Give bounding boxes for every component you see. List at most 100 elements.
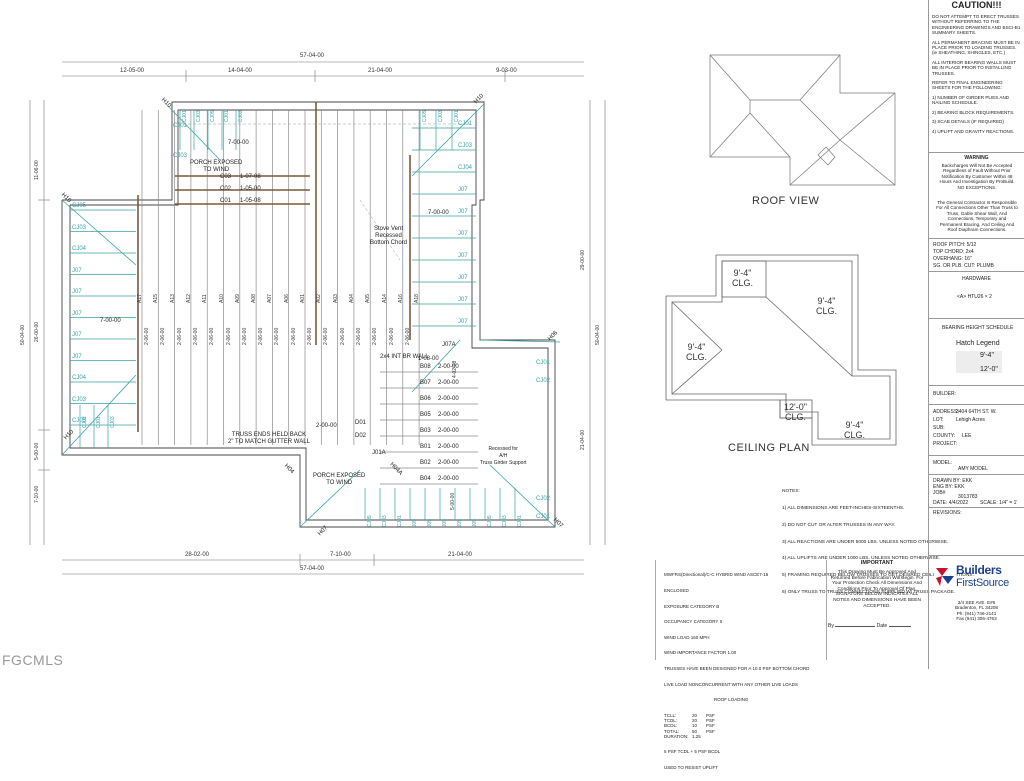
model-value: AMY MODEL: [958, 466, 988, 472]
wind-line-6: WIND IMPORTANCE FACTOR 1.00: [664, 650, 737, 656]
top-chord: TOP CHORD: 2x4: [933, 249, 974, 255]
watermark: FGCMLS: [2, 652, 64, 668]
a-truss-label: A09: [234, 294, 241, 303]
sub-label: SUB:: [933, 425, 945, 431]
important-text: This Drawing Must Be Approved And Return…: [830, 570, 924, 609]
b-spacing-label: 2-00-00: [438, 412, 459, 418]
right-lower-jack-label: CJ02: [536, 378, 551, 384]
overhang: OVERHANG: 16": [933, 256, 972, 262]
int-bearing-note: 2x4 INT BR WALL: [380, 354, 429, 360]
bottom-left-jack-label: CJ03: [110, 416, 116, 428]
caution-line-1: DO NOT ATTEMPT TO ERECT TRUSSES WITHOUT …: [932, 14, 1021, 36]
right-jack-label: J07: [458, 297, 468, 303]
a-spacing-label: 2-06-00: [372, 327, 379, 345]
a-spacing-label: 2-06-00: [258, 327, 265, 345]
company-address: 3/4 SEE AVE. E#6 Bradenton, FL 34208 Ph:…: [929, 600, 1024, 622]
important-block: IMPORTANT This Drawing Must Be Approved …: [828, 560, 926, 660]
top-left-jack-label: CJ01: [224, 110, 230, 122]
b-truss-label: B07: [420, 380, 431, 386]
a-spacing-label: 2-06-00: [225, 327, 232, 345]
clg-label-5: 9'-4" CLG.: [844, 420, 866, 440]
top-right-jack-label: CJ03: [438, 110, 444, 122]
left-jack-label: CJ03: [72, 224, 87, 231]
right-jack-label: J07: [458, 187, 468, 193]
right-lower-jack-label: CJ01: [536, 514, 551, 520]
c02-len: 1-05-00: [240, 186, 261, 192]
load-cell: PSF: [706, 728, 715, 734]
a-truss-label: A01: [300, 294, 306, 303]
warning-title: WARNING: [964, 155, 989, 161]
wind-loading-block: MWFRS(Directional)/C-C HYBRID WIND ASCE7…: [655, 560, 827, 770]
left-jack-label: CJ05: [72, 418, 87, 424]
b-len-3: 5-00-00: [450, 492, 456, 510]
top-left-jack-label: CJ01: [182, 110, 188, 122]
notes-block: NOTES: 1) ALL DIMENSIONS ARE FEET-INCHES…: [782, 478, 974, 601]
ceiling-plan-title: CEILING PLAN: [728, 442, 810, 454]
important-title: IMPORTANT: [860, 560, 894, 566]
load-row: DURATION:1.25: [664, 734, 809, 739]
wind-line-2: ENCLOSED: [664, 588, 689, 594]
a-truss-label: A08: [251, 294, 258, 303]
right-lower-jack-label: CJ02: [536, 496, 551, 502]
dim-left-seg-3: 5-00-00: [34, 442, 40, 460]
left-jack-label: J07: [72, 353, 82, 360]
clg-label-4: 12'-0" CLG.: [784, 402, 807, 422]
dim-bottom-seg-3: 21-04-00: [448, 552, 473, 558]
a-truss-label: A02: [316, 294, 323, 303]
b-spacing-label: 2-00-00: [438, 476, 459, 482]
hardware-title: HARDWARE: [962, 276, 991, 282]
scale-label: SCALE: 1/4" = 1': [980, 500, 1018, 506]
a-truss-label: A11: [202, 294, 209, 303]
dim-top-seg-4: 9-03-00: [496, 68, 517, 74]
clg-label-2: 9'-4" CLG.: [816, 296, 838, 316]
wind-line-3: EXPOSURE CATEGORY B: [664, 603, 720, 609]
dim-left-seg-2: 26-00-00: [34, 321, 40, 342]
d02-label: D02: [355, 433, 367, 439]
logo-builders: Builders: [956, 563, 1002, 577]
a-truss-label: A07: [267, 294, 274, 303]
a-spacing-label: 2-06-00: [209, 327, 216, 345]
a-truss-label: A14: [381, 294, 388, 303]
model-label: MODEL:: [933, 460, 953, 466]
caution-line-4: REFER TO FINAL ENGINEERING SHEETS FOR TH…: [932, 80, 1003, 91]
roof-view-title: ROOF VIEW: [752, 195, 820, 207]
left-jack-label: CJ05: [72, 203, 87, 209]
a-spacing-label: 2-06-00: [339, 327, 346, 345]
a-truss-label: A13: [169, 294, 176, 303]
caution-title: CAUTION!!!: [951, 0, 1002, 10]
truss-layout-plan: [29, 61, 606, 575]
wind-tail-1: 5 PSF TCDL + 5 PSF BCDL: [664, 749, 721, 755]
wind-line-4: OCCUPANCY CATEGORY II: [664, 619, 723, 625]
a-spacing-label: 2-06-00: [355, 327, 362, 345]
a-spacing-label: 2-06-00: [241, 327, 248, 345]
stove-vent-note: Stove Vent Recessed Bottom Chord: [370, 226, 408, 246]
note-5: 5) FRAMING REQUIRED BELOW TRUSSES TO GET…: [782, 573, 974, 579]
hatch-item-1: 9'-4": [980, 352, 994, 359]
caution-line-8: 4) UPLIFT AND GRAVITY REACTIONS.: [932, 128, 1015, 134]
section-7ft-right: 7-00-00: [428, 210, 449, 216]
note-4: 4) ALL UPLIFTS ARE UNDER 1000 LBS. UNLES…: [782, 556, 941, 562]
c03-len: 1-07-08: [240, 174, 261, 180]
company-address-3: Ph: (941) 746-2141: [956, 610, 997, 616]
a-truss-label: A15: [153, 294, 160, 303]
a-spacing-label: 2-06-00: [307, 327, 313, 345]
a-truss-label: A04: [348, 294, 355, 303]
bottom-jack-label: CJ01: [517, 515, 523, 527]
bottom-jack-label: CJ01: [397, 515, 403, 527]
c02-label: C02: [220, 186, 232, 192]
hatch-swatch: [956, 351, 1002, 373]
b-spacing-label: 2-00-00: [438, 380, 459, 386]
top-left-jack-label: CJ03: [238, 110, 244, 122]
b-len-2: 4-02-08: [452, 360, 458, 378]
lot-label: LOT:: [933, 417, 944, 423]
top-right-jack-label: CJ05: [422, 110, 428, 122]
county-label: COUNTY:: [933, 433, 956, 439]
left-jack-label: CJ03: [72, 396, 87, 403]
company-address-4: Fax (941) 306-4763: [956, 616, 997, 622]
caution-line-6: 2) BEARING BLOCK REQUIREMENTS.: [932, 109, 1015, 115]
bottom-jack-label: J05: [412, 518, 418, 527]
a-spacing-label: 2-06-00: [404, 327, 411, 345]
b-truss-label: B01: [420, 444, 431, 450]
note-1: 1) ALL DIMENSIONS ARE FEET-INCHES-SIXTEE…: [782, 505, 905, 511]
left-jack-label: CJ04: [72, 246, 87, 252]
